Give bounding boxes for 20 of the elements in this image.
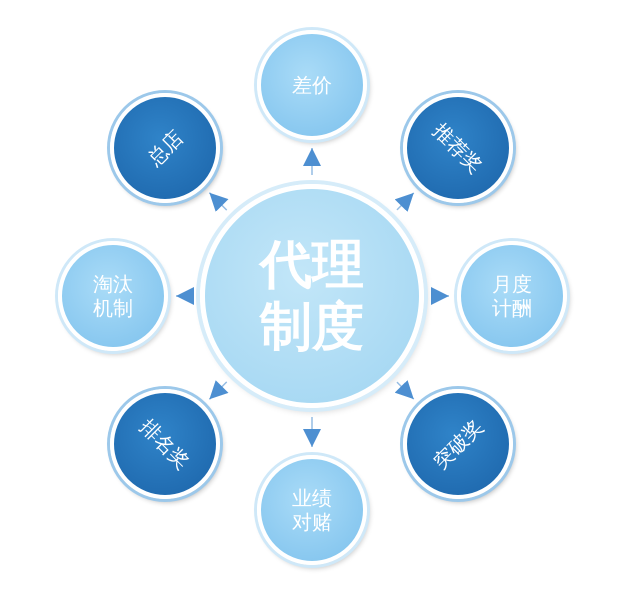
- node-label: 业绩对赌: [291, 486, 333, 534]
- arrow: [303, 417, 321, 447]
- circle-node: [110, 389, 220, 499]
- arrow: [208, 380, 228, 400]
- arrow: [176, 287, 194, 305]
- circle-node: [403, 389, 513, 499]
- node-label: 差价: [291, 73, 333, 97]
- circle-node: [403, 93, 513, 203]
- node-label: 突破奖: [427, 413, 489, 476]
- node-label: 推荐奖: [427, 117, 489, 180]
- arrow: [208, 192, 228, 212]
- arrow: [431, 287, 449, 305]
- node-label: 淘汰机制: [92, 272, 134, 320]
- arrow: [394, 380, 414, 400]
- arrow: [394, 192, 414, 212]
- arrow: [303, 148, 321, 175]
- node-label: 月度计酬: [491, 272, 533, 320]
- node-label: 排名奖: [134, 413, 196, 476]
- node-label: 总店: [141, 124, 189, 173]
- center-title: 代理制度: [258, 234, 365, 358]
